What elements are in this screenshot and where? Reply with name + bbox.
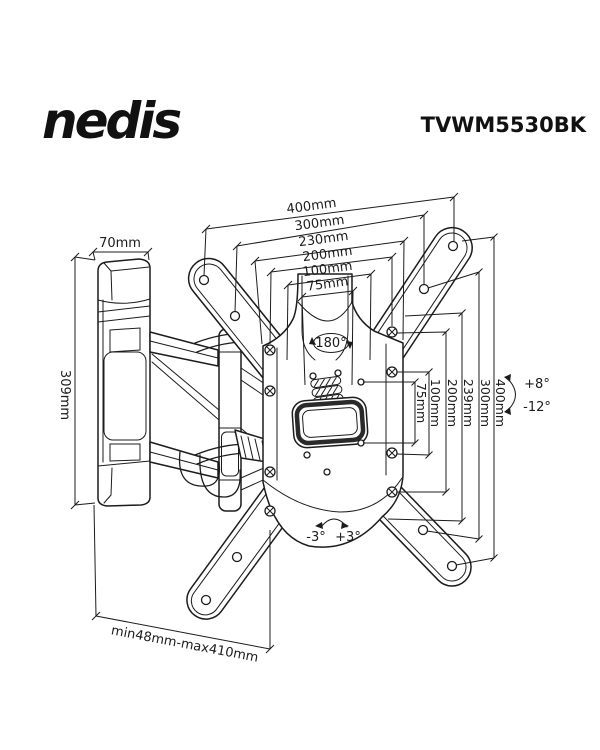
vesa-plate: 180°	[186, 227, 473, 620]
top-dimensions: 400mm 300mm 230mm 200mm 100mm 75mm	[201, 192, 459, 386]
svg-text:100mm: 100mm	[302, 259, 354, 280]
svg-text:230mm: 230mm	[298, 229, 350, 250]
wall-plate	[97, 258, 151, 507]
dim-right-300mm: 300mm	[426, 268, 493, 543]
right-dimensions: 75mm 100mm 200mm 239mm 300mm 400mm	[363, 233, 508, 566]
dim-top-200mm: 200mm	[266, 244, 397, 345]
mount-opening	[291, 396, 369, 449]
dim-wall-plate-height: 309mm	[57, 252, 96, 510]
dim-right-239mm: 239mm	[387, 309, 476, 525]
svg-text:309mm: 309mm	[57, 370, 72, 420]
rotate-left-label: -3°	[306, 530, 325, 545]
svg-text:200mm: 200mm	[445, 379, 460, 427]
svg-text:239mm: 239mm	[461, 379, 476, 427]
dim-right-100mm: 100mm	[396, 368, 443, 459]
dim-right-400mm: 400mm	[455, 233, 508, 566]
svg-text:75mm: 75mm	[306, 274, 349, 294]
swivel-angle-label: 180°	[315, 336, 346, 351]
swivel-angle-annotation: 180°	[309, 333, 353, 353]
svg-text:400mm: 400mm	[493, 379, 508, 427]
dim-right-75mm: 75mm	[363, 378, 429, 447]
tilt-angle-annotation: +8° -12°	[504, 374, 551, 415]
tilt-up-label: +8°	[524, 377, 550, 392]
rotation-angle-annotation: -3° +3°	[306, 518, 361, 545]
svg-text:400mm: 400mm	[286, 196, 338, 217]
nedis-logo: nedis	[42, 92, 180, 150]
rotate-right-label: +3°	[335, 530, 361, 545]
small-holes	[303, 369, 365, 476]
dim-top-75mm: 75mm	[297, 274, 358, 386]
dim-top-300mm: 300mm	[232, 210, 429, 313]
svg-text:300mm: 300mm	[478, 379, 493, 427]
svg-text:75mm: 75mm	[414, 383, 429, 423]
dim-top-230mm: 230mm	[250, 229, 409, 345]
dim-top-100mm: 100mm	[283, 259, 376, 361]
screw-holes	[264, 326, 398, 517]
dim-top-400mm: 400mm	[201, 192, 459, 277]
tilt-down-label: -12°	[523, 400, 551, 415]
dim-wall-plate-width: 70mm	[88, 236, 153, 261]
svg-text:300mm: 300mm	[294, 213, 346, 234]
vesa-holes	[198, 240, 459, 606]
product-code: TVWM5530BK	[421, 113, 587, 137]
svg-text:70mm: 70mm	[99, 236, 141, 251]
dim-right-200mm: 200mm	[396, 328, 460, 496]
svg-text:100mm: 100mm	[428, 379, 443, 427]
svg-text:200mm: 200mm	[302, 244, 354, 265]
svg-text:min48mm-max410mm: min48mm-max410mm	[110, 623, 260, 666]
